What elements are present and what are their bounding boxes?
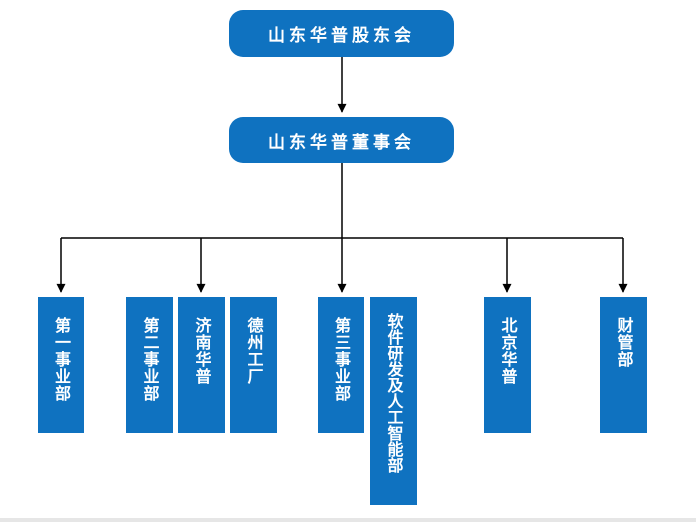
dept-label-jinan: 济南华普: [192, 317, 212, 385]
board-box: 山东华普董事会: [229, 117, 454, 163]
shareholders-label: 山东华普股东会: [268, 26, 415, 46]
dept-label-dezhou: 德州工厂: [244, 317, 264, 385]
dept-box-third: 第三事业部: [318, 297, 364, 433]
dept-box-dezhou: 德州工厂: [230, 297, 277, 433]
dept-label-first: 第一事业部: [52, 317, 71, 402]
dept-box-beijing: 北京华普: [484, 297, 531, 433]
dept-label-second: 第二事业部: [140, 317, 160, 402]
dept-box-finance: 财管部: [600, 297, 647, 433]
dept-label-finance: 财管部: [614, 317, 634, 368]
shareholders-box: 山东华普股东会: [229, 10, 454, 57]
board-label: 山东华普董事会: [268, 132, 415, 153]
dept-label-third: 第三事业部: [332, 317, 351, 402]
dept-box-second: 第二事业部: [126, 297, 173, 433]
dept-box-first: 第一事业部: [38, 297, 84, 433]
dept-box-software-ai: 软件研发及人工智能部: [370, 297, 417, 505]
dept-label-beijing: 北京华普: [498, 317, 518, 385]
dept-label-software-ai: 软件研发及人工智能部: [384, 313, 404, 473]
dept-box-jinan: 济南华普: [178, 297, 225, 433]
bottom-divider: [0, 518, 696, 522]
